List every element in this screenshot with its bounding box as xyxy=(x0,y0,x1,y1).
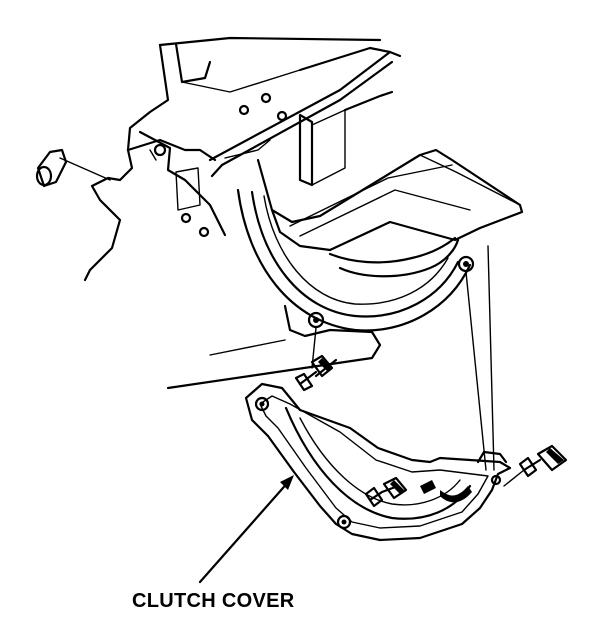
dowel-pin xyxy=(35,148,111,188)
transmission-housing xyxy=(208,50,524,252)
bolt-right xyxy=(503,444,568,487)
clutch-cover-part xyxy=(244,382,512,542)
cover-hole-lower xyxy=(336,514,352,530)
housing-bolt-boss-right xyxy=(457,255,475,273)
engine-block xyxy=(35,36,392,282)
clutch-cover-label: CLUTCH COVER xyxy=(132,590,295,612)
leader-arrow xyxy=(198,475,294,584)
bolt-upper xyxy=(294,354,338,392)
cover-hole-right xyxy=(490,474,502,486)
bolt-middle xyxy=(364,476,408,508)
housing-bolt-boss-lower xyxy=(307,311,325,329)
flywheel-housing xyxy=(166,188,475,390)
alignment-lines xyxy=(311,245,495,471)
cover-hole-upper xyxy=(254,396,270,412)
